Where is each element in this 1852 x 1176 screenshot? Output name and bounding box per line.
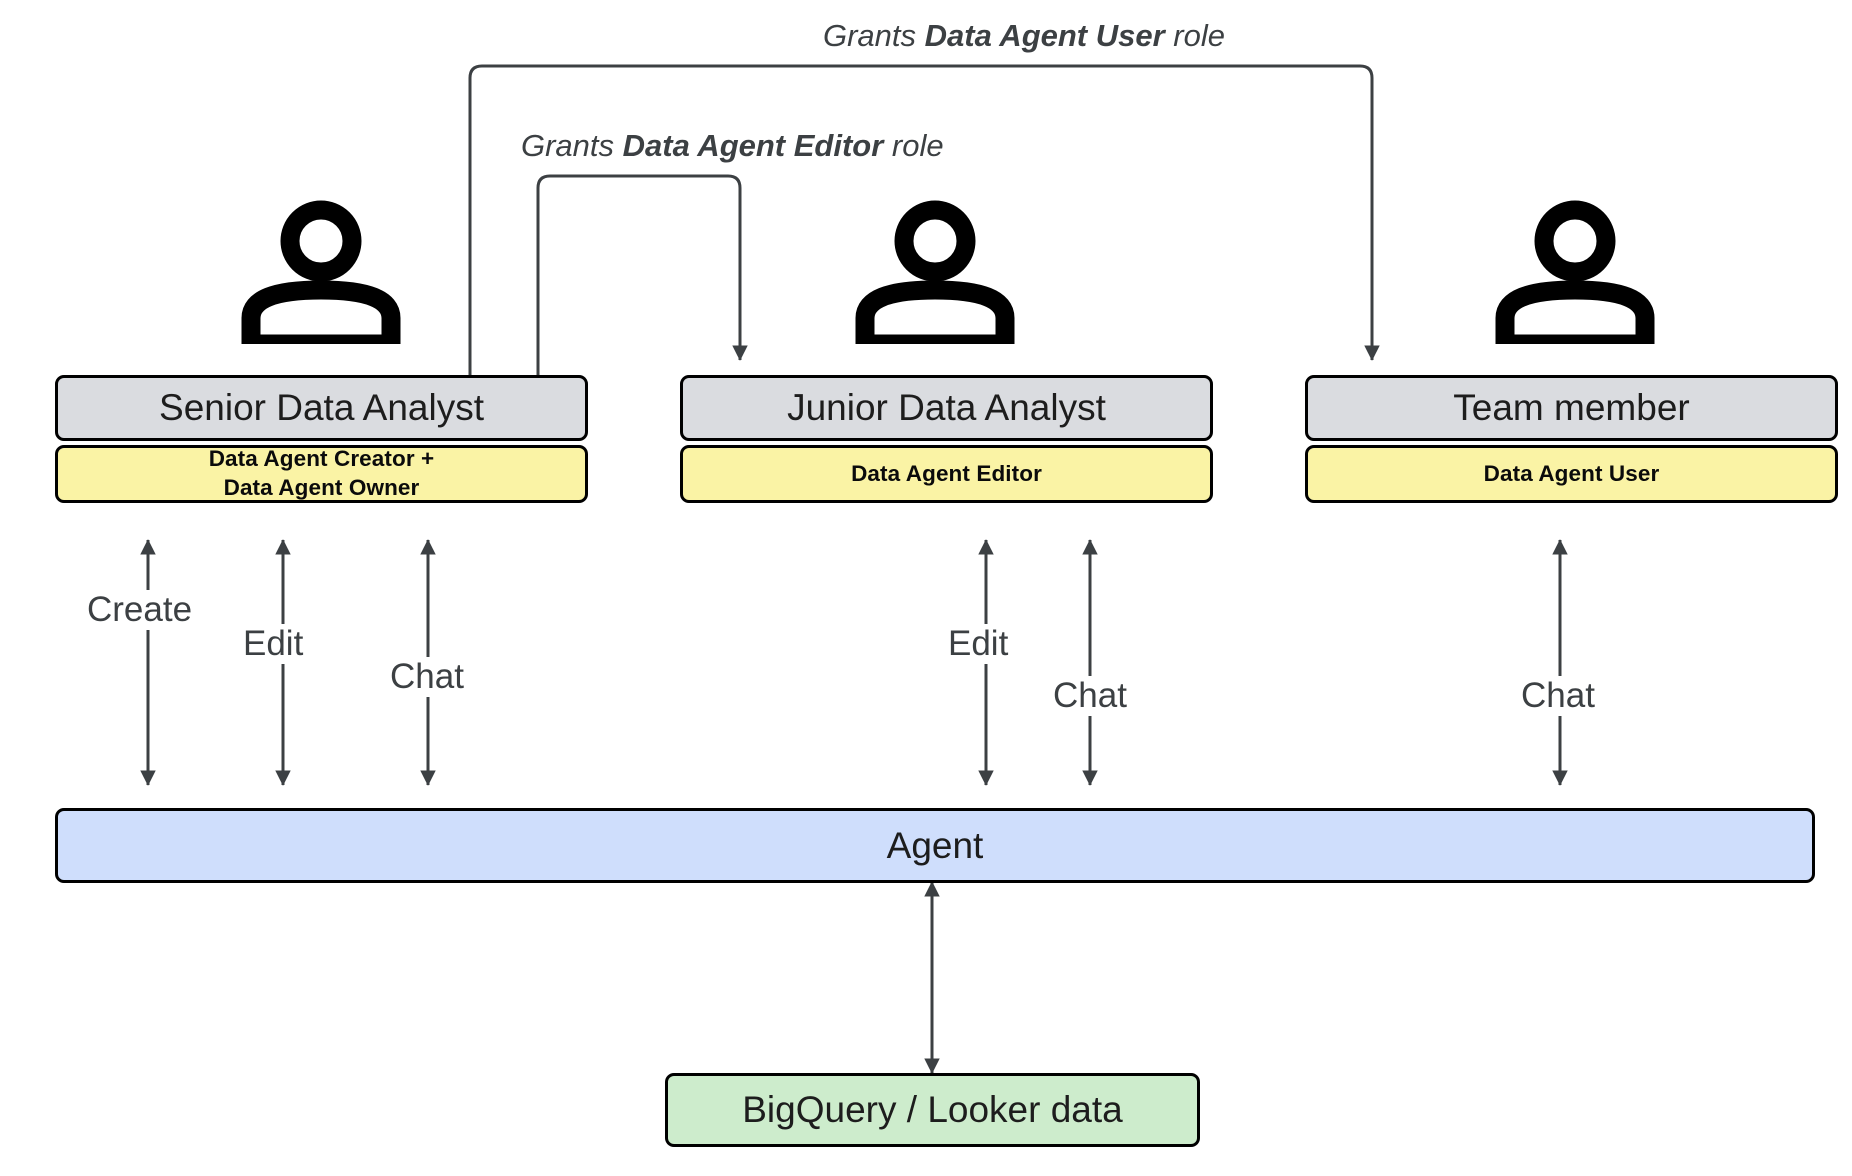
grant-role: Data Agent Editor bbox=[622, 128, 884, 163]
person-icon-junior-data-analyst bbox=[855, 198, 1015, 344]
role-line-2: Data Agent Owner bbox=[223, 475, 420, 500]
actor-role-team-member: Data Agent User bbox=[1305, 445, 1838, 503]
actor-role-senior-data-analyst: Data Agent Creator + Data Agent Owner bbox=[55, 445, 588, 503]
edge-label-team-chat: Chat bbox=[1518, 676, 1598, 716]
role-line-1: Data Agent Creator + bbox=[208, 446, 435, 472]
actor-title-junior-data-analyst: Junior Data Analyst bbox=[680, 375, 1213, 441]
edge-label-senior-create: Create bbox=[84, 590, 196, 630]
edge-grants-data-agent-editor bbox=[536, 174, 748, 378]
edge-label-senior-edit: Edit bbox=[240, 624, 307, 664]
person-icon-team-member bbox=[1495, 198, 1655, 344]
edge-label-senior-chat: Chat bbox=[387, 657, 467, 697]
actor-senior-data-analyst[interactable]: Senior Data Analyst Data Agent Creator +… bbox=[55, 375, 588, 503]
agent-label: Agent bbox=[886, 824, 984, 866]
person-icon-senior-data-analyst bbox=[241, 198, 401, 344]
edge-label-junior-edit: Edit bbox=[945, 624, 1012, 664]
edge-label-junior-chat: Chat bbox=[1050, 676, 1130, 716]
grant-label-data-agent-editor: Grants Data Agent Editor role bbox=[521, 128, 944, 164]
grant-suffix: role bbox=[883, 128, 944, 163]
actor-team-member[interactable]: Team member Data Agent User bbox=[1305, 375, 1838, 503]
grant-role: Data Agent User bbox=[924, 18, 1165, 53]
data-source-node[interactable]: BigQuery / Looker data bbox=[665, 1073, 1200, 1147]
actor-role-junior-data-analyst: Data Agent Editor bbox=[680, 445, 1213, 503]
actor-junior-data-analyst[interactable]: Junior Data Analyst Data Agent Editor bbox=[680, 375, 1213, 503]
grant-label-data-agent-user: Grants Data Agent User role bbox=[823, 18, 1225, 54]
grant-prefix: Grants bbox=[521, 128, 623, 163]
agent-node[interactable]: Agent bbox=[55, 808, 1815, 883]
data-source-label: BigQuery / Looker data bbox=[742, 1089, 1123, 1130]
grant-suffix: role bbox=[1164, 18, 1225, 53]
grant-prefix: Grants bbox=[823, 18, 925, 53]
actor-title-senior-data-analyst: Senior Data Analyst bbox=[55, 375, 588, 441]
actor-title-team-member: Team member bbox=[1305, 375, 1838, 441]
